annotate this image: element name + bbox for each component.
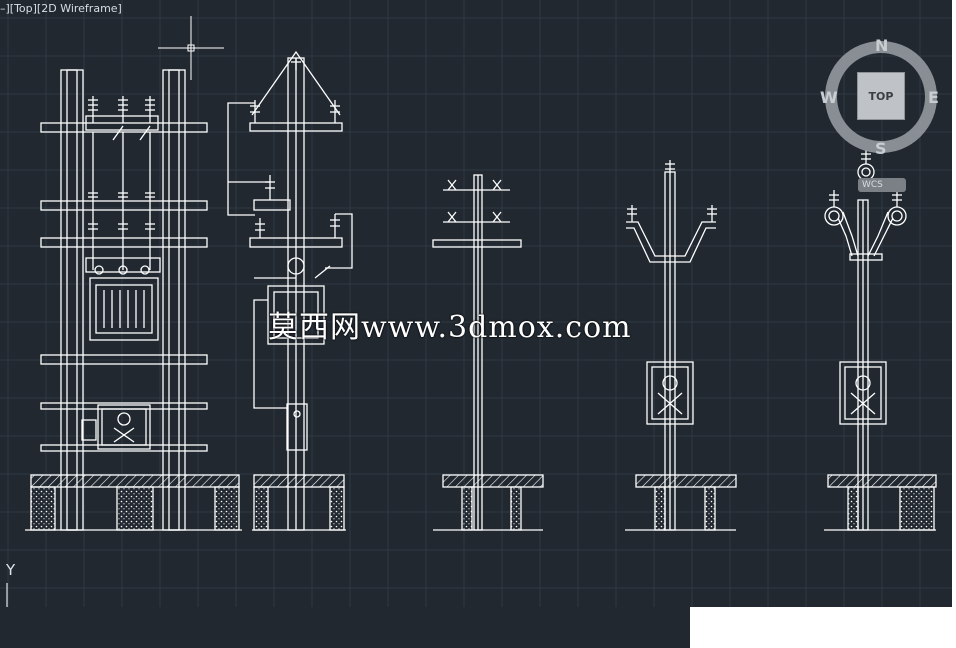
viewcube-icon[interactable] xyxy=(825,41,937,153)
watermark-text: 莫西网www.3dmox.com xyxy=(268,310,632,345)
viewport-bottom-strip xyxy=(0,607,690,648)
simple-pole-structure xyxy=(432,174,544,531)
danger-sign-icon xyxy=(646,361,694,425)
lamp-pole-structure xyxy=(824,150,937,531)
cad-drawing xyxy=(0,0,952,607)
crosshair-cursor-icon xyxy=(158,16,224,80)
insulator-icon xyxy=(88,96,155,123)
compass-east-label[interactable]: E xyxy=(928,88,939,107)
pole-with-equipment-structure xyxy=(227,50,353,531)
ucs-y-label: Y xyxy=(6,561,16,579)
compass-west-label[interactable]: W xyxy=(820,88,838,107)
viewport-controls-label[interactable]: –][Top][2D Wireframe] xyxy=(0,2,122,15)
drawing-grid xyxy=(0,0,952,607)
transformer-frame-structure xyxy=(25,69,242,531)
viewcube-top-face[interactable]: TOP xyxy=(857,72,905,120)
y-arm-pole-structure xyxy=(625,160,737,531)
danger-sign-icon xyxy=(97,404,151,450)
compass-north-label[interactable]: N xyxy=(875,36,889,55)
drawing-viewport[interactable]: –][Top][2D Wireframe] 莫西网www.3dmox.com N… xyxy=(0,0,952,607)
danger-sign-icon xyxy=(839,361,887,425)
ucs-axis-icon xyxy=(6,583,8,607)
compass-south-label[interactable]: S xyxy=(875,139,887,158)
wcs-menu-button[interactable]: WCS xyxy=(858,178,906,192)
